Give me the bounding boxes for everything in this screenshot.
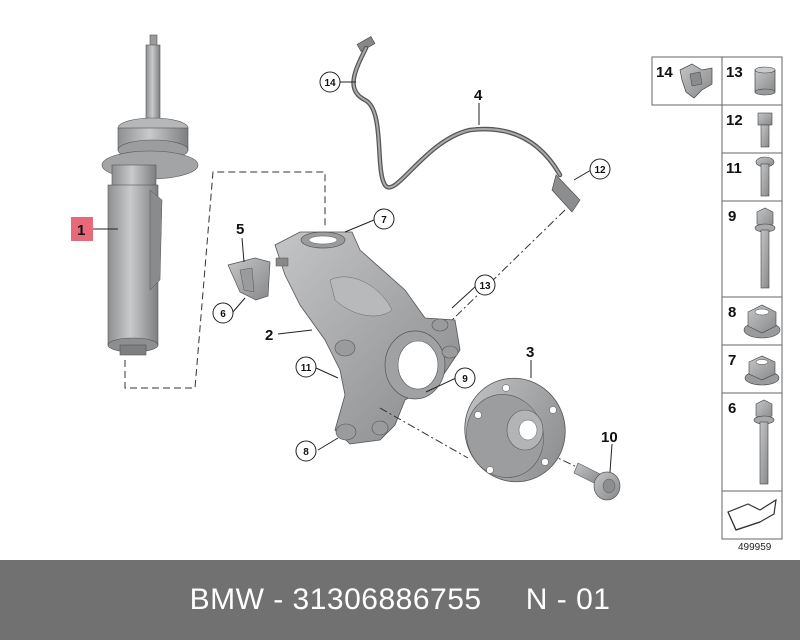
knuckle-to-hub-guide-line [379, 407, 469, 459]
svg-text:9: 9 [462, 374, 468, 385]
highlight-marker [71, 217, 93, 241]
callout-10: 10 [601, 429, 618, 446]
part-number-footer: BMW - 31306886755 N - 01 [0, 560, 800, 640]
callout-9: 9 [454, 367, 476, 389]
svg-text:6: 6 [220, 309, 226, 320]
callout-13: 13 [474, 274, 496, 296]
shock-absorber-part [101, 34, 199, 356]
flange-bolt-long-icon [754, 207, 776, 289]
clip-icon [679, 63, 713, 99]
wheel-hub-part [464, 377, 566, 483]
svg-text:11: 11 [301, 363, 312, 374]
callout-3: 3 [526, 344, 534, 361]
svg-text:13: 13 [479, 281, 491, 292]
svg-text:8: 8 [303, 447, 309, 458]
wheel-speed-sensor-part [351, 36, 581, 213]
legend-label-6: 6 [728, 400, 736, 417]
steering-knuckle-part [274, 231, 461, 445]
socket-screw-icon [757, 112, 773, 148]
svg-text:7: 7 [381, 215, 387, 226]
legend-label-13: 13 [726, 64, 743, 81]
flange-nut-large-icon [743, 304, 781, 339]
callout-1: 1 [77, 222, 85, 239]
callout-11: 11 [295, 356, 317, 378]
callout-2: 2 [265, 327, 273, 344]
callout-6: 6 [212, 302, 234, 324]
hub-bolt-part [573, 462, 621, 501]
legend-label-9: 9 [728, 208, 736, 225]
flange-bolt-icon [753, 399, 775, 485]
legend-label-12: 12 [726, 112, 743, 129]
part-number-text: BMW - 31306886755 N - 01 [189, 583, 611, 616]
legend-label-8: 8 [728, 304, 736, 321]
callout-5: 5 [236, 221, 244, 238]
legend-label-14: 14 [656, 64, 673, 81]
shock-to-knuckle-guide-line [124, 171, 326, 389]
callout-14: 14 [319, 71, 341, 93]
svg-text:12: 12 [594, 165, 606, 176]
torx-screw-icon [755, 156, 775, 197]
bracket-part [227, 257, 271, 301]
leader-lines [93, 81, 613, 473]
flange-nut-small-icon [744, 355, 780, 386]
svg-text:14: 14 [324, 78, 336, 89]
callout-4: 4 [474, 87, 483, 104]
diagram-reference-code: 499959 [738, 542, 772, 553]
callout-7: 7 [373, 208, 395, 230]
legend-label-7: 7 [728, 352, 736, 369]
sensor-guide-line [449, 209, 566, 323]
arrow-icon [727, 498, 777, 531]
callout-8: 8 [295, 440, 317, 462]
sleeve-icon [754, 66, 776, 96]
hub-to-bolt-guide-line [519, 439, 601, 479]
exploded-parts-diagram: 1 2 3 4 5 10 6 7 8 9 11 12 13 14 [71, 34, 783, 540]
legend-label-11: 11 [726, 160, 742, 177]
callout-12: 12 [589, 158, 611, 180]
